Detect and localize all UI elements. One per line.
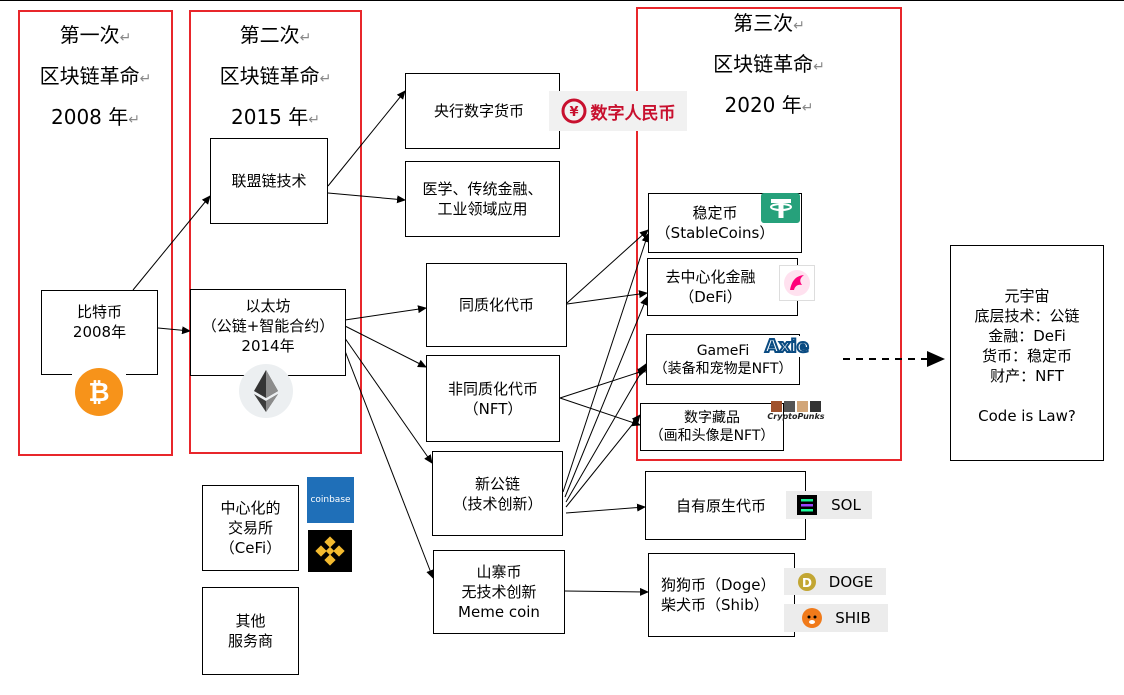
ethereum-logo-icon — [238, 362, 294, 420]
arrow-newchain-to-native — [565, 503, 646, 514]
arrow-nft-to-gamefi — [559, 368, 647, 399]
node-defi: 去中心化金融（DeFi） — [647, 258, 798, 316]
arrow-fungible-to-stable — [566, 229, 649, 304]
node-cbdc: 央行数字货币 — [405, 73, 560, 149]
bitcoin-logo-icon: ₿ — [72, 367, 126, 417]
node-consortium: 联盟链技术 — [210, 138, 328, 224]
cryptopunks-logo-icon: CryptoPunks — [764, 396, 828, 426]
arrow-ethereum-to-meme — [339, 337, 434, 579]
solana-logo-icon: SOL — [786, 491, 872, 519]
shib-logo-icon: SHIB — [784, 604, 888, 632]
node-other-services: 其他服务商 — [202, 587, 299, 675]
node-dog-coins: 狗狗币（Doge）柴犬币（Shib） — [648, 553, 795, 637]
binance-logo-icon — [308, 530, 352, 572]
node-newchain: 新公链（技术创新） — [432, 451, 563, 536]
arrow-newchain-to-stable — [562, 233, 650, 493]
node-native-token: 自有原生代币 — [645, 471, 806, 540]
arrow-ethereum-to-nft — [344, 325, 427, 368]
era-3-title: 第三次↵ 区块链革命↵ 2020 年↵ — [713, 11, 825, 117]
node-ethereum: 以太坊（公链+智能合约）2014年 — [190, 289, 346, 376]
era-2-frame — [189, 10, 362, 454]
top-border-line — [0, 0, 1124, 1]
arrow-bitcoin-to-consortium — [132, 195, 211, 291]
coinbase-logo-icon: coinbase — [307, 477, 354, 523]
arrow-fungible-to-defi — [566, 290, 648, 305]
node-industry: 医学、传统金融、工业领域应用 — [405, 161, 560, 237]
era-1-title: 第一次↵ 区块链革命↵ 2008 年↵ — [39, 23, 152, 129]
arrow-consortium-to-cbdc — [327, 90, 406, 187]
svg-text:¥: ¥ — [569, 105, 578, 120]
uniswap-logo-icon — [779, 265, 815, 301]
node-fungible: 同质化代币 — [426, 263, 567, 347]
doge-logo-icon: D DOGE — [784, 568, 886, 595]
svg-text:₿: ₿ — [88, 378, 109, 408]
node-cefi: 中心化的交易所（CeFi） — [202, 485, 299, 571]
era-3-frame — [636, 7, 902, 461]
axie-logo-icon: Axie — [764, 335, 810, 358]
node-metaverse: 元宇宙 底层技术：公链 金融：DeFi 货币：稳定币 财产：NFT Code i… — [950, 245, 1104, 461]
arrow-newchain-to-gamefi — [565, 363, 647, 503]
arrow-meme-to-dog — [564, 587, 649, 596]
arrow-ethereum-to-newchain — [341, 333, 433, 464]
arrow-newchain-to-collect — [565, 414, 641, 508]
arrow-newchain-to-defi — [564, 296, 648, 498]
tether-logo-icon — [761, 193, 800, 223]
era-1-frame — [18, 10, 173, 456]
digital-rmb-logo-icon: ¥ 数字人民币 — [549, 91, 687, 131]
node-collectibles: 数字藏品（画和头像是NFT） — [640, 403, 784, 451]
arrow-bitcoin-to-ethereum — [157, 326, 191, 335]
node-nft: 非同质化代币（NFT） — [426, 355, 560, 442]
arrow-ethereum-to-fungible — [344, 305, 427, 321]
era-2-title: 第二次↵ 区块链革命↵ 2015 年↵ — [219, 23, 332, 129]
arrow-consortium-to-industry — [327, 192, 406, 204]
svg-text:D: D — [802, 576, 812, 590]
